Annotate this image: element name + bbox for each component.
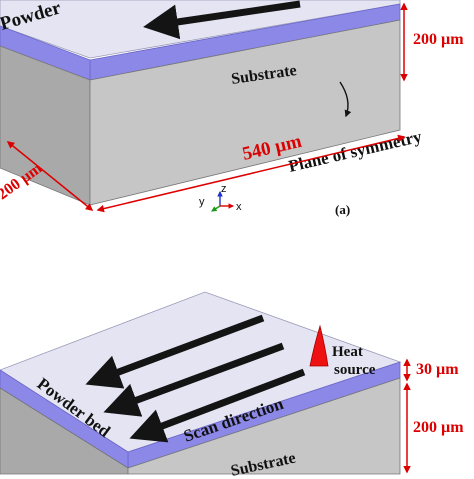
figure-a: Powder Substrate Plane of symmetry 200 µ… (0, 0, 464, 217)
axis-z-label: z (221, 183, 227, 195)
dim-depth-line (6, 141, 94, 211)
scan-arrow-a (143, 0, 301, 40)
dim-height-label-a: 200 µm (413, 31, 464, 48)
panel-label-a: (a) (335, 202, 350, 217)
substrate-right-face-b (127, 377, 401, 475)
axis-triad-icon: z y x (199, 183, 242, 213)
plane-pointer-arrow (339, 81, 352, 118)
axis-y-label: y (199, 196, 205, 208)
scan-arrow-2 (103, 342, 285, 417)
heat-source-label-line1: Heat (332, 344, 363, 360)
figure-b: Heat source Powder bed Scan direction Su… (0, 291, 464, 479)
heat-source-icon (309, 324, 329, 367)
scan-arrow-3 (129, 368, 306, 443)
dim-length-line (96, 134, 406, 213)
dim-layer-label: 30 µm (416, 361, 459, 378)
heat-source-label-line2: source (334, 362, 376, 378)
powder-top-face-a (0, 0, 401, 59)
axis-x-label: x (236, 201, 242, 213)
scan-arrow-1 (85, 314, 265, 389)
dim-height-label-b: 200 µm (413, 419, 464, 436)
